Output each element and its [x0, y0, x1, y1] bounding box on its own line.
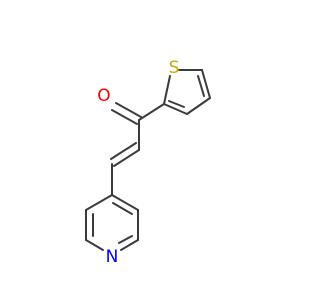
bond-pyridine-c2-n [120, 239, 139, 251]
atom-nitrogen: N [106, 247, 119, 267]
bond-pyridine-c5-c4 [85, 194, 113, 211]
bond-pyridine-c4-c3-inner [112, 202, 133, 215]
bond-thiophene-c3-c2-inner [168, 100, 185, 108]
bond-carbonyl-double-1 [115, 102, 142, 118]
atom-oxygen: O [97, 86, 110, 106]
bond-thiophene-c3-c2 [163, 103, 188, 115]
atom-sulfur: S [169, 58, 180, 78]
bond-carbonyl-thiophene [138, 103, 165, 121]
bond-thiophene-c5-c4-inner [197, 75, 205, 97]
bond-carbonyl-double-2 [111, 109, 138, 125]
bond-thiophene-c5-c4 [201, 69, 211, 99]
bond-pyridine-n-c6 [85, 239, 104, 251]
bond-pyridine-c4-c3 [111, 194, 139, 211]
molecule-structure: O S N [85, 58, 211, 267]
bond-pyridine-c2-n-inner [118, 235, 133, 244]
bond-thiophene-c4-c3 [186, 97, 211, 115]
bonds [85, 69, 211, 251]
bond-alkene-double-1 [113, 149, 140, 167]
bond-alkene-double-2 [110, 142, 137, 160]
bond-thiophene-c2-s [163, 75, 171, 105]
